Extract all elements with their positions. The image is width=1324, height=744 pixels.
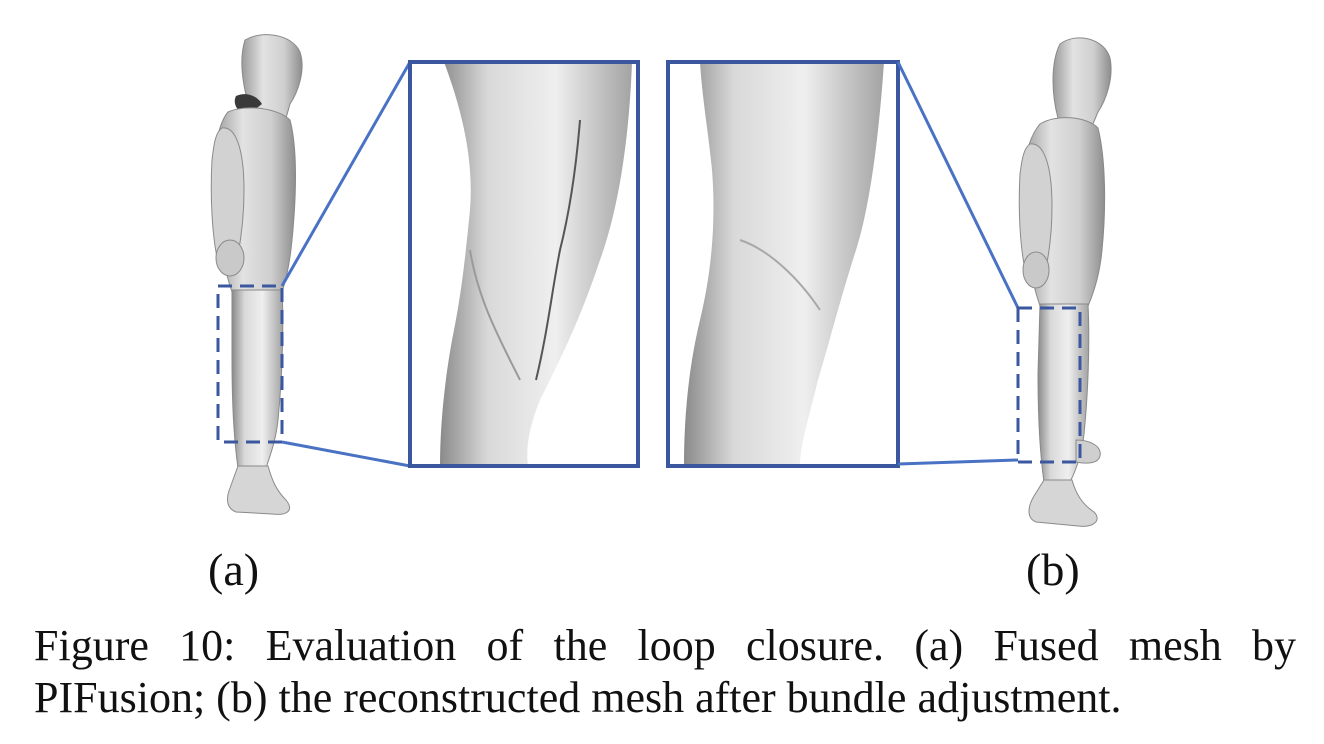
connector-line-b-bottom — [897, 458, 1019, 466]
caption-line-2: PIFusion; (b) the reconstructed mesh aft… — [34, 673, 1122, 722]
zoom-panel-b — [666, 60, 900, 468]
caption-line-1: Figure 10: Evaluation of the loop closur… — [34, 621, 1296, 670]
panel-label-a: (a) — [208, 544, 260, 595]
selection-box-a — [216, 284, 284, 444]
figure-illustration — [210, 34, 1112, 527]
zoom-panel-a — [408, 60, 640, 468]
connector-line-a-top — [280, 61, 412, 287]
figure-caption: Figure 10: Evaluation of the loop closur… — [34, 620, 1296, 724]
connector-line-a-bottom — [281, 440, 411, 468]
mesh-figure-b — [1018, 37, 1112, 527]
panel-label-b: (b) — [1026, 544, 1080, 595]
selection-box-b — [1016, 306, 1082, 464]
connector-line-b-top — [896, 61, 1020, 309]
mesh-figure-a — [210, 34, 303, 515]
